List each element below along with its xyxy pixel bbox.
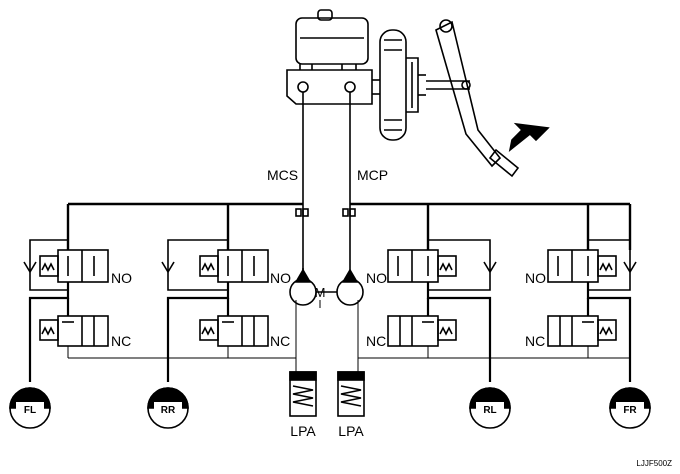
- no-label-rr: NO: [270, 270, 291, 286]
- nc-label-fr: NC: [525, 333, 545, 349]
- brake-booster-icon: [379, 29, 471, 141]
- nc-label-rr: NC: [270, 333, 290, 349]
- wheel-label-fr: FR: [623, 405, 637, 416]
- wheel-label-rl: RL: [483, 405, 496, 416]
- check-valve-icon: [23, 239, 637, 291]
- master-cylinder-icon: [286, 9, 380, 105]
- mcp-label: MCP: [357, 167, 388, 183]
- brake-pedal-icon: [435, 19, 520, 178]
- accumulator-icon: [289, 371, 365, 417]
- no-label-fl: NO: [111, 270, 132, 286]
- pump-icon: [289, 268, 364, 306]
- wheel-label-fl: FL: [24, 405, 36, 416]
- distribution-lines: [66, 202, 632, 250]
- motor-label: M: [315, 285, 326, 300]
- master-cylinder-lines: [295, 92, 356, 280]
- wheel-lines: [28, 282, 632, 382]
- outlet-drain-lines: [67, 346, 589, 358]
- wheel-label-rr: RR: [161, 405, 176, 416]
- push-arrow-icon: [508, 122, 550, 152]
- no-label-rl: NO: [366, 270, 387, 286]
- mcs-label: MCS: [267, 167, 298, 183]
- lpa-label-right: LPA: [338, 423, 364, 439]
- nc-label-rl: NC: [366, 333, 386, 349]
- solenoid-valve-icon: [39, 315, 617, 347]
- return-lines: [68, 300, 630, 372]
- no-label-fr: NO: [525, 270, 546, 286]
- wheel-cylinder-icon: [9, 387, 651, 429]
- lpa-label-left: LPA: [290, 423, 316, 439]
- nc-label-fl: NC: [111, 333, 131, 349]
- solenoid-valve-icon: [39, 249, 617, 283]
- figure-code: LJJF500Z: [636, 459, 672, 468]
